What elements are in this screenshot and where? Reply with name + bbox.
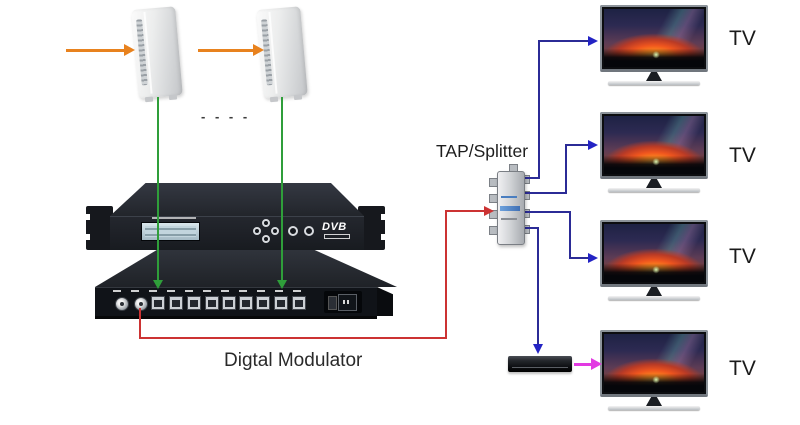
source-box-1 — [131, 6, 183, 103]
coax-tv1-seg-2 — [538, 40, 540, 179]
coax-tv1-seg-3 — [538, 40, 589, 42]
splitter-label-text — [501, 196, 517, 198]
front-unit-top-face — [110, 183, 364, 216]
coax-tv2-seg-3 — [565, 144, 589, 146]
green-connector-1-head-icon — [153, 280, 163, 289]
coax-stb-head-icon — [533, 344, 543, 354]
rear-port-labels — [113, 290, 305, 292]
menu-up-button — [262, 219, 270, 227]
lcd-content — [145, 226, 196, 237]
rf-out-connector — [134, 297, 148, 311]
rack-notch — [381, 214, 387, 220]
coax-tv3-seg-2 — [569, 211, 571, 259]
lcd-display — [141, 222, 200, 241]
tv-3-label: TV — [729, 245, 756, 268]
input-arrow-2-head-icon — [253, 44, 264, 56]
ethernet-port-4 — [205, 296, 219, 310]
rear-unit-side-face — [377, 287, 393, 316]
source-box-foot — [269, 96, 279, 103]
tv-2-screen — [600, 112, 708, 179]
tap-splitter-label: TAP/Splitter — [436, 141, 529, 161]
coax-tv1-head-icon — [588, 36, 598, 46]
tv-4-label: TV — [729, 357, 756, 380]
input-arrow-2-shaft — [198, 49, 253, 52]
coax-tv3-head-icon — [588, 253, 598, 263]
rear-unit-top-face — [95, 249, 397, 287]
data-port — [292, 296, 306, 310]
coax-tv2-head-icon — [588, 140, 598, 150]
tv-2 — [600, 112, 708, 192]
power-inlet-module — [324, 291, 362, 313]
tv-3-stand-neck — [646, 287, 662, 296]
power-switch — [328, 296, 337, 310]
ethernet-port-1 — [151, 296, 165, 310]
splitter-body — [497, 171, 525, 245]
rack-notch — [84, 234, 90, 240]
rf-cable-seg-1 — [139, 308, 141, 339]
stb-arrow-head-icon — [591, 358, 602, 370]
ethernet-port-8 — [274, 296, 288, 310]
input-arrow-1-shaft — [66, 49, 124, 52]
tv-2-stand-neck — [646, 179, 662, 188]
modulator-label: Digtal Modulator — [224, 350, 363, 371]
rf-cable-seg-4 — [445, 210, 485, 212]
tv-1-label: TV — [729, 27, 756, 50]
dvb-logo-subtext — [324, 234, 350, 239]
menu-right-button — [271, 227, 279, 235]
coax-tv2-seg-1 — [523, 192, 567, 194]
rf-cable-seg-3 — [445, 210, 447, 339]
rack-ear-left — [84, 206, 113, 250]
tv-1-screen — [600, 5, 708, 72]
tv-4-stand-base — [608, 406, 700, 410]
exit-button — [304, 226, 314, 236]
tv-4-stand-neck — [646, 397, 662, 406]
tv-2-label: TV — [729, 144, 756, 167]
front-panel-model-text — [152, 217, 196, 219]
tv-3-stand-base — [608, 296, 700, 300]
source-box-foot — [168, 94, 178, 101]
ethernet-port-6 — [239, 296, 253, 310]
coax-tv3-seg-3 — [569, 257, 589, 259]
tv-3-screen — [600, 220, 708, 287]
tv-4-screen — [600, 330, 708, 397]
coax-tv2-seg-2 — [565, 144, 567, 194]
set-top-box — [508, 356, 572, 372]
more-sources-indicator: - - - - — [201, 109, 251, 124]
enter-button — [288, 226, 298, 236]
coax-tv3-seg-1 — [523, 211, 571, 213]
ethernet-port-5 — [222, 296, 236, 310]
tv-1-stand-neck — [646, 72, 662, 81]
tv-1-stand-base — [608, 81, 700, 85]
source-box-foot — [293, 94, 303, 101]
power-socket — [338, 294, 357, 311]
menu-left-button — [253, 227, 261, 235]
rf-in-connector — [115, 297, 129, 311]
coax-tv1-seg-1 — [523, 177, 540, 179]
stb-arrow-shaft — [574, 363, 594, 366]
source-box-foot — [144, 96, 154, 103]
tv-1 — [600, 5, 708, 85]
splitter-label-text2 — [501, 218, 517, 220]
rack-notch — [381, 234, 387, 240]
rack-notch — [84, 214, 90, 220]
tv-2-stand-base — [608, 188, 700, 192]
rf-cable-seg-2 — [139, 337, 447, 339]
splitter-blue-stripe — [500, 206, 520, 211]
input-arrow-1-head-icon — [124, 44, 135, 56]
coax-stb-seg-1 — [523, 227, 539, 229]
tv-3 — [600, 220, 708, 300]
menu-down-button — [262, 235, 270, 243]
rear-unit-base-shadow — [95, 316, 377, 319]
ethernet-port-2 — [169, 296, 183, 310]
coax-stb-seg-2 — [537, 227, 539, 345]
green-connector-2-shaft — [281, 97, 283, 281]
ethernet-port-7 — [256, 296, 270, 310]
ethernet-port-3 — [187, 296, 201, 310]
green-connector-2-head-icon — [277, 280, 287, 289]
green-connector-1-shaft — [157, 97, 159, 281]
dvb-logo: DVB — [322, 221, 347, 233]
tv-4 — [600, 330, 708, 410]
rf-cable-head-icon — [484, 206, 494, 216]
